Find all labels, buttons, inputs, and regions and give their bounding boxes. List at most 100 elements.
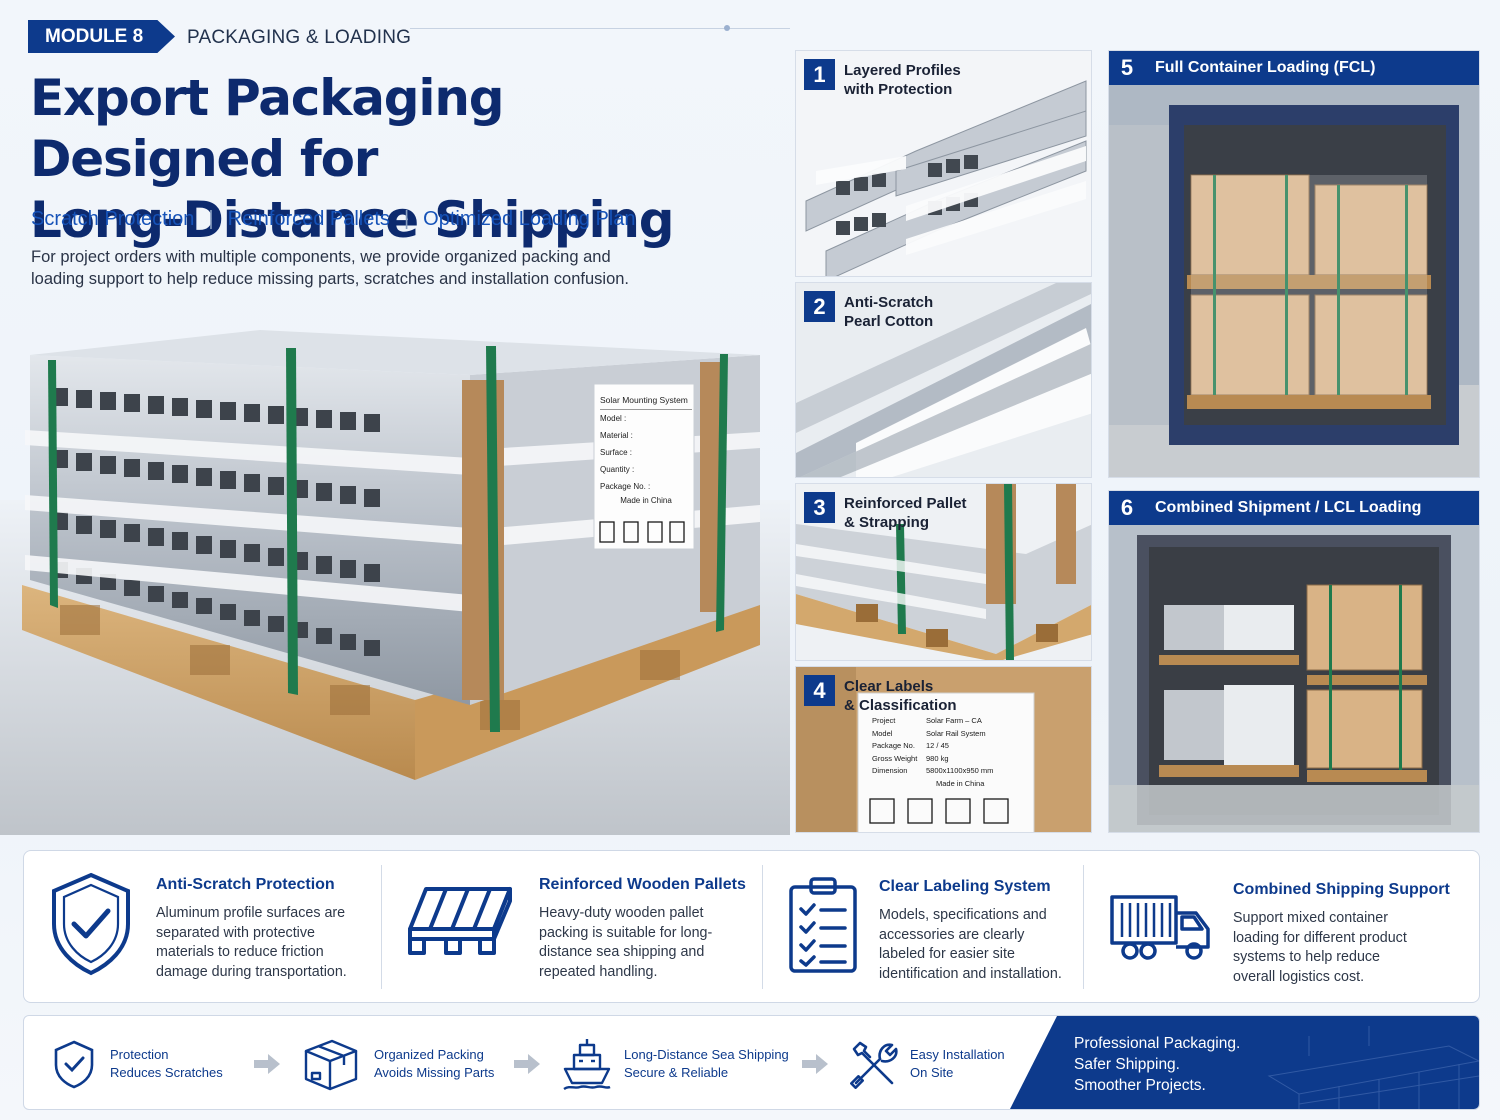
feature-line: identification and installation. (879, 965, 1062, 982)
step-number: 1 (804, 59, 835, 90)
feature-line: Support mixed container (1233, 910, 1388, 926)
subtitle-item: Optimized Loading Plan (423, 208, 636, 230)
hero-package-label (593, 383, 695, 550)
step-panel-2: 2 Anti-Scratch Pearl Cotton (795, 282, 1092, 478)
label-value: 980 kg (926, 753, 949, 763)
step-label-line: & Strapping (844, 514, 929, 531)
box-icon (304, 1039, 358, 1090)
hero-label-title: Solar Mounting System (600, 392, 692, 410)
step-label: Layered Profiles with Protection (844, 61, 1024, 99)
label-row: Model Solar Rail System (872, 728, 1032, 741)
feature-line: Aluminum profile surfaces are (156, 905, 346, 921)
page-title-line2: Long-Distance Shipping (30, 191, 675, 249)
label-key: Model (872, 728, 893, 738)
feature-title: Anti-Scratch Protection (156, 876, 335, 893)
label-key: Package No. (872, 741, 915, 751)
hero-label-row: Quantity : (600, 465, 635, 474)
hero-label-row: Material : (600, 431, 633, 440)
container-fcl-image (1109, 85, 1479, 477)
flow-line: Organized Packing (374, 1046, 484, 1062)
flow-step-text: Long-Distance Sea Shipping Secure & Reli… (624, 1046, 789, 1082)
label-value: Solar Farm – CA (926, 716, 982, 725)
step-header: 6 Combined Shipment / LCL Loading (1109, 491, 1479, 525)
feature-title: Reinforced Wooden Pallets (539, 876, 746, 893)
step-3-image (796, 484, 1091, 660)
step-number: 4 (804, 675, 835, 706)
step-title: Combined Shipment / LCL Loading (1155, 499, 1422, 516)
step-label-line: Layered Profiles (844, 62, 961, 79)
step-label-line: Clear Labels (844, 678, 934, 695)
feature-line: loading for different product (1233, 929, 1407, 946)
features-panel: Anti-Scratch Protection Aluminum profile… (23, 850, 1480, 1003)
flow-bar: Protection Reduces Scratches Organized P… (23, 1015, 1480, 1110)
pallet-icon (408, 887, 512, 955)
subtitle-separator: | (208, 208, 214, 230)
module-label: MODULE 8 (45, 25, 144, 47)
feature-line: distance sea shipping and (539, 944, 705, 960)
step-4-image (796, 667, 1091, 832)
step-number: 5 (1120, 55, 1134, 80)
slogan-line: Smoother Projects. (1074, 1077, 1206, 1094)
header-rule (410, 28, 790, 29)
feature-description: Models, specifications and accessories a… (879, 906, 1062, 984)
module-tag: MODULE 8 (28, 20, 175, 53)
feature-line: labeled for easier site (879, 946, 1015, 962)
flow-step-packing: Organized Packing Avoids Missing Parts (302, 1016, 494, 1109)
feature-line: systems to help reduce (1233, 949, 1381, 965)
flow-step-text: Organized Packing Avoids Missing Parts (374, 1046, 494, 1082)
feature-line: accessories are clearly (879, 926, 1025, 943)
step-number: 3 (804, 492, 835, 523)
feature-line: Models, specifications and (879, 907, 1047, 923)
step-label-line: Reinforced Pallet (844, 495, 967, 512)
hero-label-row: Surface : (600, 448, 633, 457)
truck-icon (1110, 895, 1210, 960)
feature-labeling: Clear Labeling System Models, specificat… (763, 851, 1083, 1004)
step-panel-3: 3 Reinforced Pallet & Strapping (795, 483, 1092, 661)
feature-divider (1083, 865, 1084, 989)
hero-label-text: Solar Mounting System Model : Material :… (600, 392, 692, 506)
feature-line: separated with protective (156, 924, 315, 941)
feature-title: Clear Labeling System (879, 878, 1051, 895)
step-label: Anti-Scratch Pearl Cotton (844, 293, 1024, 331)
slogan-banner: Professional Packaging. Safer Shipping. … (1009, 1016, 1479, 1109)
slogan-line: Professional Packaging. (1074, 1035, 1241, 1052)
step-label: Reinforced Pallet & Strapping (844, 494, 1024, 532)
page-title-line1: Export Packaging Designed for (30, 69, 505, 188)
step-panel-5: 5 Full Container Loading (FCL) (1108, 50, 1480, 478)
label-key: Gross Weight (872, 753, 918, 763)
intro-text: For project orders with multiple compone… (31, 246, 671, 290)
flow-line: Secure & Reliable (624, 1064, 729, 1080)
flow-line: Reduces Scratches (110, 1064, 223, 1080)
feature-line: repeated handling. (539, 963, 658, 980)
feature-description: Heavy-duty wooden pallet packing is suit… (539, 904, 712, 982)
feature-description: Support mixed container loading for diff… (1233, 909, 1407, 987)
flow-line: On Site (910, 1064, 954, 1080)
hero-label-origin: Made in China (620, 496, 672, 505)
step-2-image (796, 283, 1091, 477)
arrow-right-icon (514, 1054, 540, 1074)
feature-line: packing is suitable for long- (539, 924, 713, 941)
step-label: Clear Labels & Classification (844, 677, 1024, 715)
step-panel-1: 1 Layered Profiles with Protection (795, 50, 1092, 277)
ship-icon (563, 1038, 611, 1090)
label-value: Solar Rail System (926, 728, 986, 738)
subtitle-separator: | (403, 208, 410, 230)
label-key: Dimension (872, 766, 908, 776)
feature-anti-scratch: Anti-Scratch Protection Aluminum profile… (24, 851, 381, 1004)
feature-line: damage during transportation. (156, 963, 347, 980)
feature-title: Combined Shipping Support (1233, 881, 1450, 898)
step-header: 5 Full Container Loading (FCL) (1109, 51, 1479, 85)
flow-step-protection: Protection Reduces Scratches (52, 1016, 223, 1109)
label-row: Package No.12 / 45 (872, 740, 1032, 753)
step-label-line: Anti-Scratch (844, 294, 934, 311)
shield-check-icon (52, 872, 130, 976)
page-title: Export Packaging Designed for Long-Dista… (30, 68, 770, 251)
flow-step-shipping: Long-Distance Sea Shipping Secure & Reli… (562, 1016, 789, 1109)
step-number: 6 (1120, 495, 1134, 520)
flow-line: Easy Installation (910, 1046, 1005, 1062)
slogan-text: Professional Packaging. Safer Shipping. … (1074, 1033, 1240, 1096)
step-panel-6: 6 Combined Shipment / LCL Loading (1108, 490, 1480, 833)
